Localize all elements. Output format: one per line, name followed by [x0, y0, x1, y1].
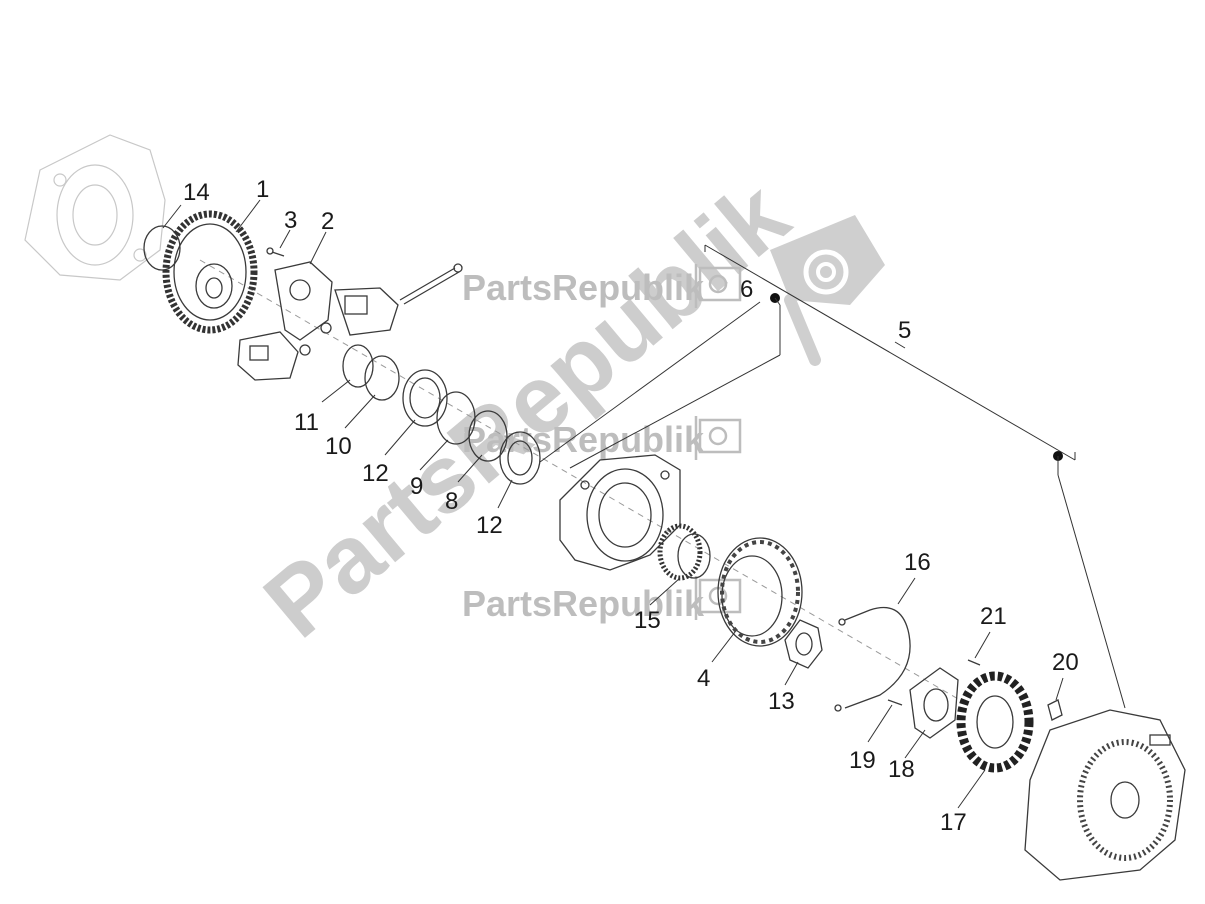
- part-13-nut: [784, 619, 823, 669]
- callout-11: 11: [294, 409, 319, 436]
- part-5-kit-bracket: [539, 244, 1126, 709]
- part-engine-case-left: [24, 134, 166, 281]
- part-21-screw: [967, 659, 981, 666]
- part-10-ring: [364, 355, 400, 401]
- callout-21: 21: [980, 603, 1007, 630]
- callout-labels: 14 1 3 2 6 5 11 10 12 9 8 12 15 4 13 16 …: [183, 176, 1079, 836]
- part-16-sensor-wire: [834, 606, 911, 712]
- part-2-clutch-assembly: [237, 261, 463, 381]
- leader-lines: [162, 199, 1064, 809]
- part-14-oring: [143, 225, 181, 271]
- callout-19: 19: [849, 747, 876, 774]
- watermark-logo-small-middle: [694, 416, 742, 460]
- part-8-ring: [468, 410, 508, 462]
- callout-15: 15: [634, 607, 661, 634]
- part-11-circlip: [342, 344, 374, 388]
- part-15-sprag-gear: [657, 523, 711, 581]
- part-1-flywheel-gear: [162, 210, 258, 334]
- callout-20: 20: [1052, 649, 1079, 676]
- watermark-middle: PartsRepublik: [462, 419, 705, 460]
- callout-2: 2: [321, 208, 334, 235]
- callout-13: 13: [768, 688, 795, 715]
- callout-9: 9: [410, 473, 423, 500]
- callout-14: 14: [183, 179, 210, 206]
- callout-16: 16: [904, 549, 931, 576]
- watermark-top: PartsRepublik: [462, 267, 705, 308]
- part-4-rotor: [717, 537, 803, 647]
- callout-10: 10: [325, 433, 352, 460]
- callout-1: 1: [256, 176, 269, 203]
- part-housing-cover: [559, 454, 681, 571]
- callout-5: 5: [898, 317, 911, 344]
- callout-17: 17: [940, 809, 967, 836]
- callout-8: 8: [445, 488, 458, 515]
- watermark-logo-small-top: [694, 264, 742, 308]
- callout-3: 3: [284, 207, 297, 234]
- watermark-bottom: PartsRepublik: [462, 583, 705, 624]
- part-3-screw: [266, 247, 285, 257]
- part-18-stator-cover: [909, 667, 959, 739]
- callout-12-upper: 12: [362, 460, 389, 487]
- part-17-stator: [956, 671, 1034, 773]
- callout-12-lower: 12: [476, 512, 503, 539]
- part-12-bearing-lower: [499, 431, 541, 485]
- part-12-bearing-upper: [402, 369, 448, 427]
- part-motor-unit: [1024, 709, 1186, 881]
- watermark-logo-large: [770, 215, 885, 366]
- callout-18: 18: [888, 756, 915, 783]
- callout-4: 4: [697, 665, 710, 692]
- callout-6: 6: [740, 276, 753, 303]
- watermark-layer: PartsRepublik PartsRepublik PartsRepubli…: [245, 161, 885, 658]
- part-19-screw: [887, 699, 903, 706]
- part-20-clip: [1047, 699, 1063, 721]
